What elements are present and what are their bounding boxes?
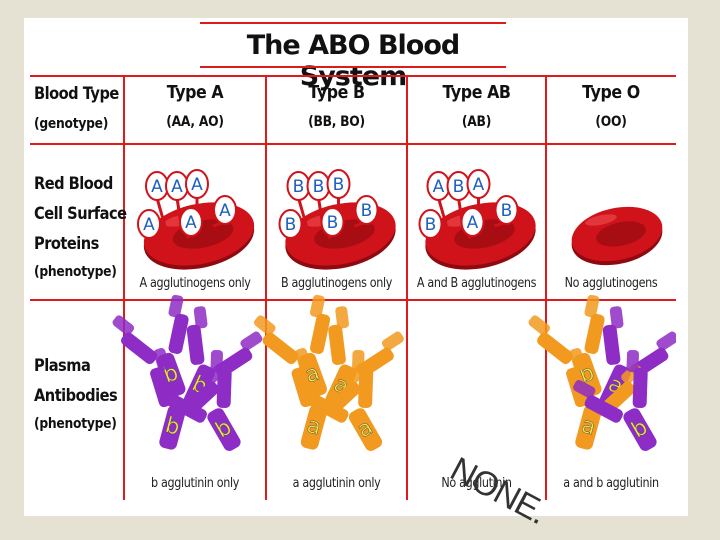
type-b-antigen: B bbox=[278, 209, 305, 239]
svg-text:A: A bbox=[151, 177, 163, 197]
type-b-antibody: a bbox=[298, 349, 383, 451]
type-ab-antigen: A bbox=[466, 169, 491, 222]
type-o-antibody: b bbox=[573, 349, 657, 451]
type-b-genotype: (BB, BO) bbox=[308, 114, 365, 130]
svg-text:b: b bbox=[162, 413, 182, 441]
grid-lines bbox=[30, 75, 676, 500]
type-o-antibody: a bbox=[599, 306, 676, 409]
svg-text:B: B bbox=[313, 177, 325, 197]
type-o-red-blood-cell bbox=[571, 206, 663, 266]
type-a-antigen: A bbox=[137, 209, 163, 239]
type-a-genotype: (AA, AO) bbox=[166, 114, 224, 130]
type-o-antibody-caption: a and b agglutinin bbox=[563, 476, 659, 491]
svg-text:A: A bbox=[473, 175, 485, 195]
header-row-sub: (genotype) bbox=[34, 116, 109, 132]
proteins-row-label-1: Red Blood bbox=[34, 174, 113, 194]
type-ab-header: Type AB bbox=[442, 82, 511, 103]
type-a-antibody: b bbox=[157, 349, 241, 451]
type-b-antigen: B bbox=[320, 207, 345, 240]
type-o-genotype: (OO) bbox=[595, 114, 627, 130]
svg-text:A: A bbox=[171, 177, 183, 197]
svg-text:B: B bbox=[285, 215, 297, 235]
type-o-antigen-caption: No agglutinogens bbox=[564, 276, 658, 291]
svg-text:A: A bbox=[467, 213, 479, 233]
svg-text:B: B bbox=[361, 201, 373, 221]
svg-text:B: B bbox=[453, 177, 465, 197]
antibodies-row-label-1: Plasma bbox=[34, 356, 91, 376]
proteins-row-label-3: Proteins bbox=[34, 234, 99, 254]
type-b-antigen-caption: B agglutinogens only bbox=[280, 276, 393, 291]
svg-text:B: B bbox=[293, 177, 305, 197]
type-a-antigen: A bbox=[145, 171, 169, 227]
proteins-row-sub: (phenotype) bbox=[34, 264, 117, 280]
svg-text:A: A bbox=[433, 177, 445, 197]
svg-text:B: B bbox=[327, 213, 339, 233]
svg-text:B: B bbox=[333, 175, 345, 195]
title-rule-top bbox=[200, 22, 506, 24]
type-ab-antibody-caption: No agglutinin bbox=[441, 476, 512, 491]
type-ab-antigen: B bbox=[494, 195, 519, 228]
type-b-antibody-caption: a agglutinin only bbox=[292, 476, 381, 491]
title-rule-bottom bbox=[200, 66, 506, 68]
type-a-antigen-caption: A agglutinogens only bbox=[139, 276, 251, 291]
type-ab-antigen: A bbox=[460, 207, 485, 240]
type-b-antibody: a bbox=[291, 348, 368, 450]
type-ab-antigen: B bbox=[418, 209, 445, 239]
type-a-antibody-caption: b agglutinin only bbox=[150, 476, 240, 491]
header-row-label: Blood Type bbox=[34, 84, 119, 104]
svg-text:B: B bbox=[501, 201, 513, 221]
type-b-header: Type B bbox=[308, 82, 365, 103]
svg-text:A: A bbox=[191, 175, 203, 195]
svg-text:A: A bbox=[143, 215, 155, 235]
antibodies-row-sub: (phenotype) bbox=[34, 416, 117, 432]
type-ab-genotype: (AB) bbox=[461, 114, 492, 130]
antibodies-row-label-2: Antibodies bbox=[34, 386, 118, 406]
title-block: The ABO Blood System bbox=[200, 20, 506, 92]
svg-text:A: A bbox=[185, 213, 197, 233]
svg-text:a: a bbox=[304, 413, 323, 441]
type-a-header: Type A bbox=[166, 82, 224, 103]
type-a-antigen: A bbox=[165, 171, 189, 225]
type-a-antigen: A bbox=[185, 169, 209, 222]
type-b-antigen: B bbox=[354, 195, 379, 228]
svg-text:A: A bbox=[219, 201, 231, 221]
svg-text:B: B bbox=[425, 215, 437, 235]
type-a-antigen: A bbox=[179, 207, 203, 240]
svg-text:a: a bbox=[579, 413, 598, 441]
type-a-antigen: A bbox=[212, 195, 237, 228]
type-ab-antigen-caption: A and B agglutinogens bbox=[416, 276, 537, 291]
proteins-row-label-2: Cell Surface bbox=[34, 204, 127, 224]
type-o-header: Type O bbox=[582, 82, 640, 103]
